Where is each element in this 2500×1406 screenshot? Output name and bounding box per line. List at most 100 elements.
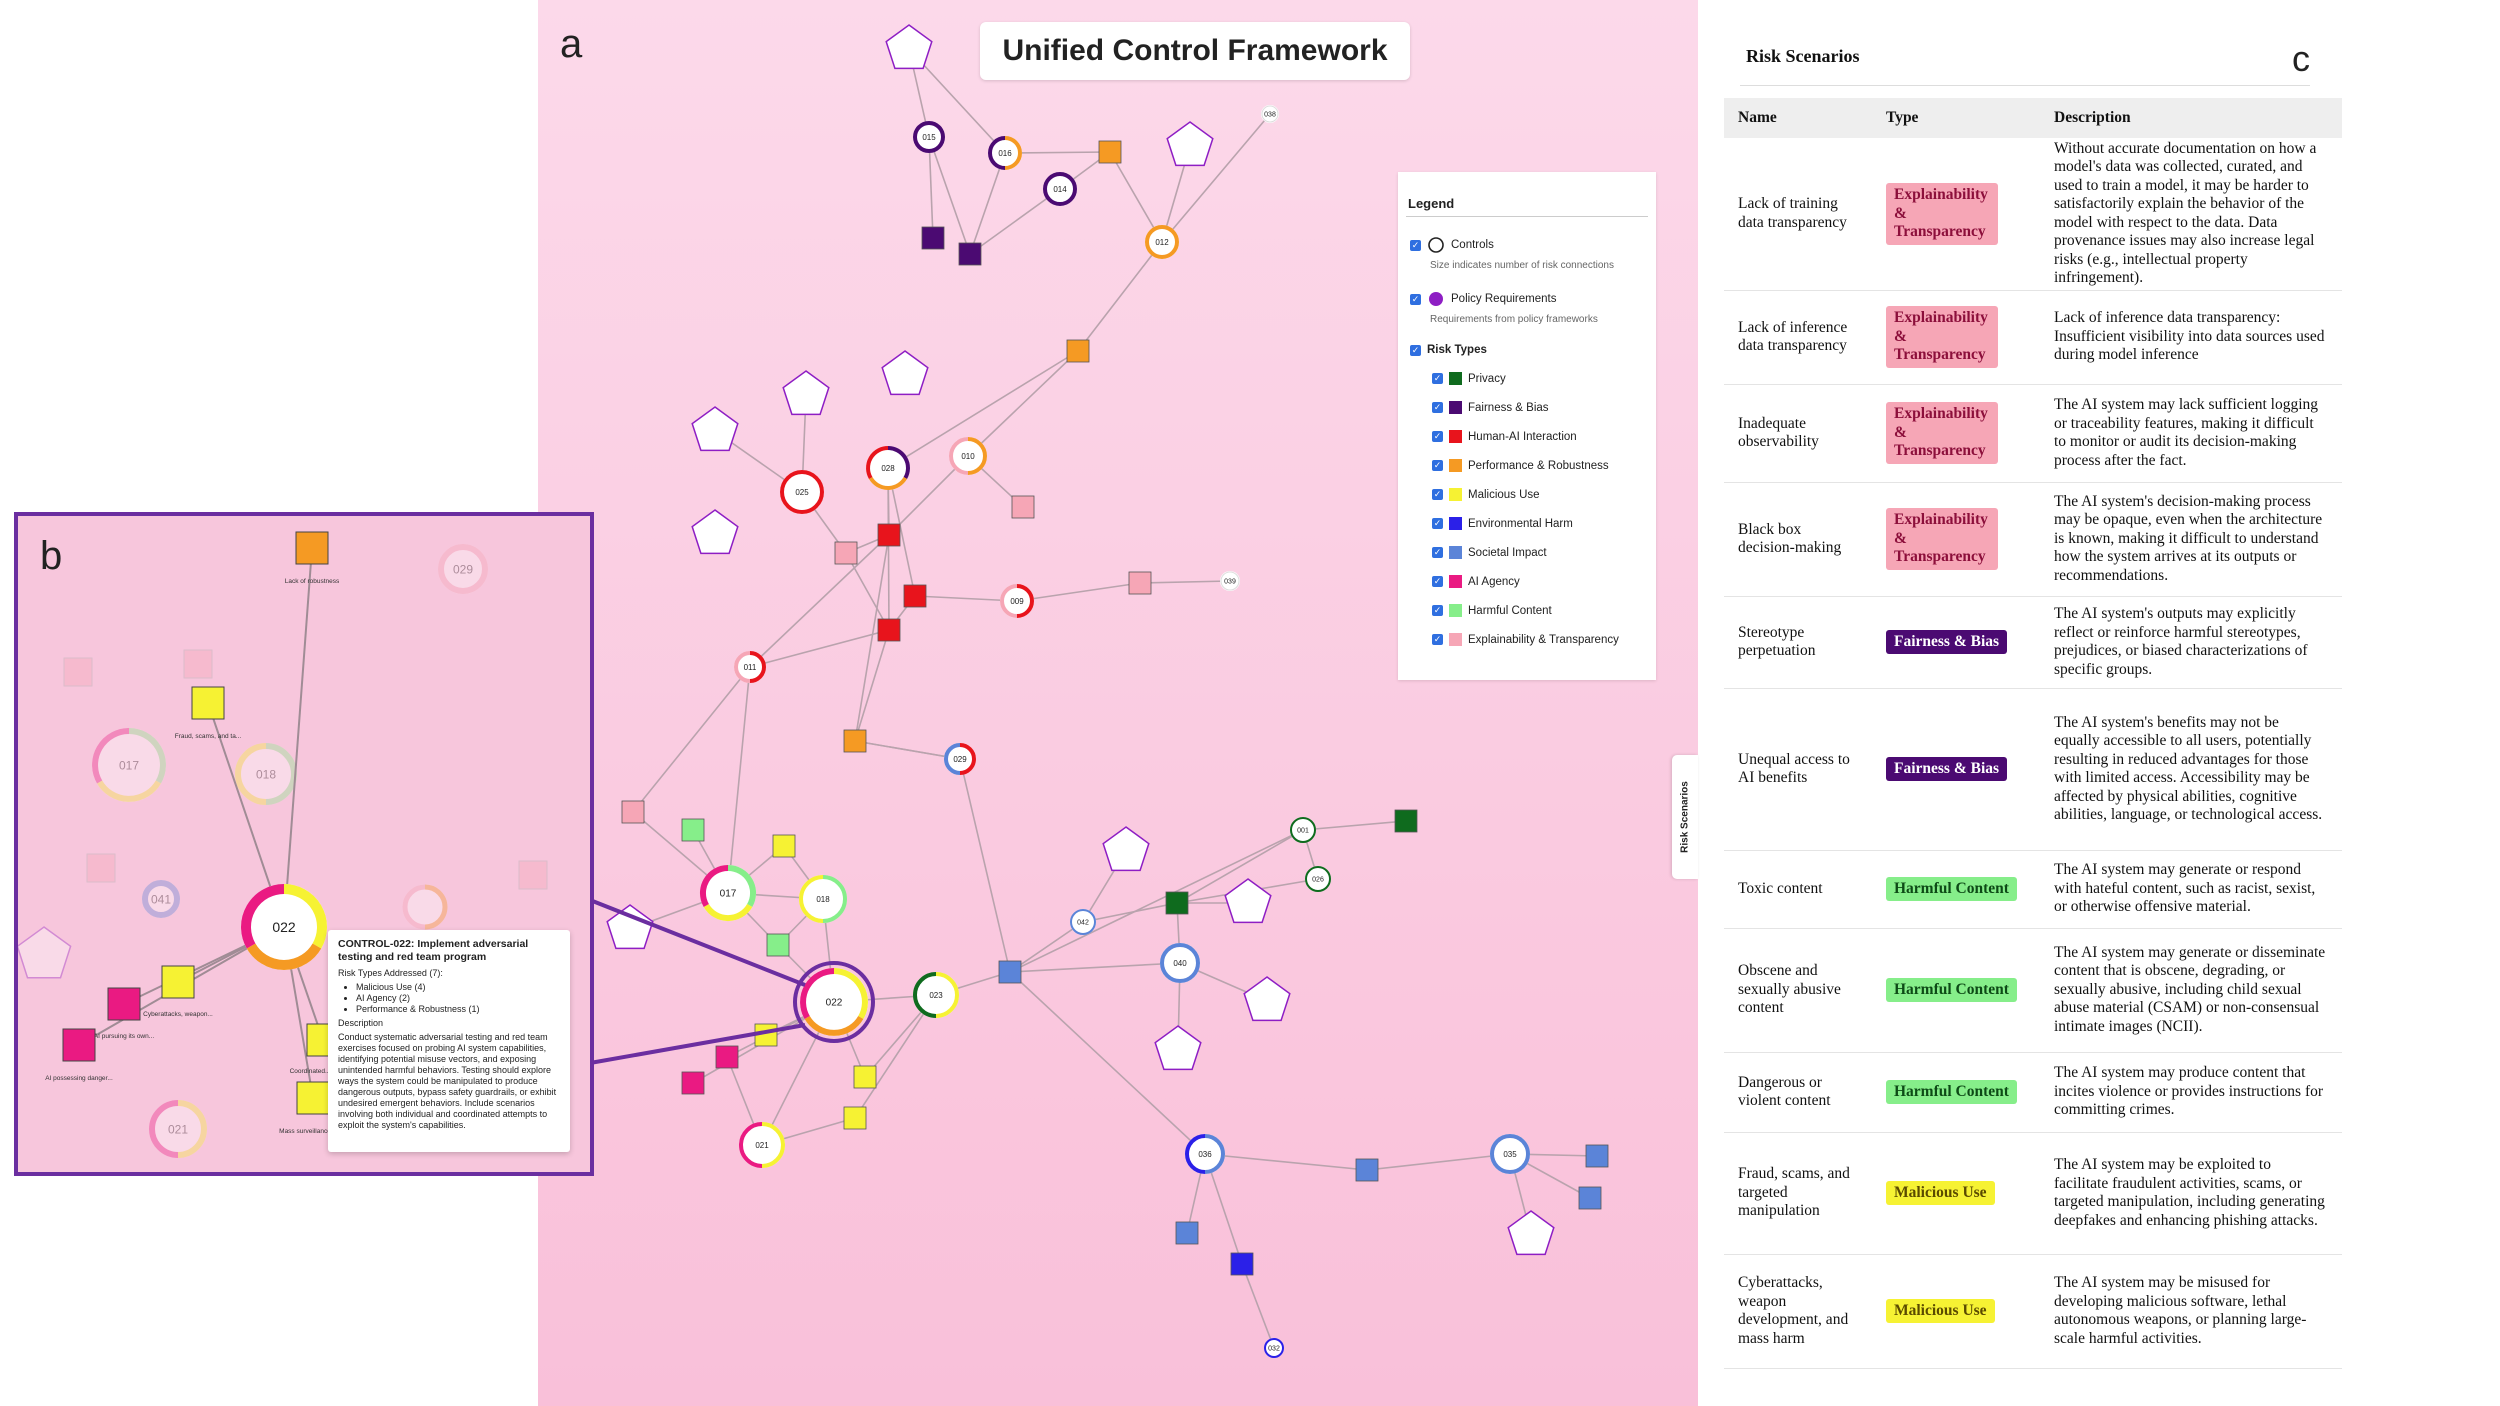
risk-scenario-node[interactable] — [853, 1065, 877, 1089]
table-row[interactable]: Cyberattacks, weapon development, and ma… — [1724, 1254, 2342, 1369]
policy-requirement-node[interactable] — [1154, 1025, 1202, 1071]
risk-scenario-node[interactable]: AI possessing danger... — [45, 1028, 113, 1082]
checkbox-icon[interactable]: ✓ — [1410, 293, 1421, 305]
control-node[interactable]: 038 — [1261, 105, 1279, 123]
control-node[interactable]: 011 — [734, 651, 766, 683]
checkbox-icon[interactable]: ✓ — [1432, 460, 1443, 471]
faded-control-node[interactable]: 018 — [235, 743, 297, 805]
risk-scenario-node[interactable] — [1578, 1186, 1602, 1210]
policy-requirement-node[interactable] — [1507, 1210, 1555, 1256]
control-node[interactable]: 029 — [944, 743, 976, 775]
policy-requirement-node[interactable] — [606, 904, 654, 950]
legend-risk-type-item[interactable]: ✓AI Agency — [1432, 575, 1520, 588]
legend-risk-type-item[interactable]: ✓Performance & Robustness — [1432, 459, 1609, 472]
risk-scenario-node[interactable] — [681, 1071, 705, 1095]
legend-risk-types-row[interactable]: ✓ Risk Types — [1410, 344, 1487, 356]
risk-scenario-node[interactable]: Lack of robustness — [285, 531, 340, 585]
control-node[interactable]: 018 — [799, 875, 847, 923]
risk-scenario-node[interactable] — [998, 960, 1022, 984]
control-node[interactable]: 001 — [1290, 817, 1316, 843]
policy-requirement-node[interactable] — [782, 370, 830, 416]
legend-risk-type-item[interactable]: ✓Malicious Use — [1432, 488, 1540, 501]
legend-controls-row[interactable]: ✓ Controls — [1410, 236, 1494, 254]
column-header-type[interactable]: Type — [1872, 98, 2040, 138]
checkbox-icon[interactable]: ✓ — [1432, 634, 1443, 645]
checkbox-icon[interactable]: ✓ — [1432, 605, 1443, 616]
risk-scenario-node[interactable] — [681, 818, 705, 842]
checkbox-icon[interactable]: ✓ — [1432, 489, 1443, 500]
risk-scenario-node[interactable] — [1128, 571, 1152, 595]
checkbox-icon[interactable]: ✓ — [1410, 344, 1421, 356]
risk-scenario-node[interactable] — [877, 618, 901, 642]
risk-scenario-node[interactable]: Mass surveillance — [279, 1081, 331, 1135]
risk-scenario-node[interactable] — [1175, 1221, 1199, 1245]
control-node[interactable]: 042 — [1070, 909, 1096, 935]
control-node[interactable]: 017 — [699, 864, 757, 922]
legend-policy-row[interactable]: ✓ Policy Requirements — [1410, 290, 1556, 308]
legend-risk-type-item[interactable]: ✓Privacy — [1432, 372, 1506, 385]
control-node[interactable]: 039 — [1220, 571, 1240, 591]
risk-scenarios-tab[interactable]: Risk Scenarios — [1672, 755, 1698, 879]
risk-scenario-node[interactable] — [1355, 1158, 1379, 1182]
control-node[interactable]: 022 — [793, 961, 875, 1043]
control-node[interactable]: 025 — [780, 470, 824, 514]
policy-requirement-node[interactable] — [881, 350, 929, 396]
policy-requirement-node[interactable] — [1166, 121, 1214, 167]
risk-scenario-node[interactable]: Cyberattacks, weapon... — [143, 965, 213, 1018]
control-node[interactable]: 009 — [1000, 584, 1034, 618]
risk-scenario-node[interactable] — [843, 1106, 867, 1130]
legend-risk-type-item[interactable]: ✓Harmful Content — [1432, 604, 1552, 617]
control-node[interactable]: 010 — [949, 437, 987, 475]
risk-scenario-node[interactable] — [772, 834, 796, 858]
risk-scenario-node[interactable] — [715, 1045, 739, 1069]
control-node[interactable]: 040 — [1160, 943, 1200, 983]
faded-control-node[interactable]: 017 — [92, 728, 166, 802]
selected-control-node[interactable]: 022 — [241, 884, 327, 970]
control-node[interactable]: 032 — [1264, 1338, 1284, 1358]
risk-scenario-node[interactable] — [1066, 339, 1090, 363]
control-node[interactable]: 016 — [988, 136, 1022, 170]
control-node[interactable]: 014 — [1043, 172, 1077, 206]
policy-requirement-node[interactable] — [1243, 976, 1291, 1022]
risk-scenario-node[interactable] — [843, 729, 867, 753]
legend-risk-type-item[interactable]: ✓Environmental Harm — [1432, 517, 1573, 530]
faded-control-node[interactable]: 041 — [142, 880, 180, 918]
risk-scenario-node[interactable] — [903, 584, 927, 608]
checkbox-icon[interactable]: ✓ — [1410, 239, 1421, 251]
column-header-name[interactable]: Name — [1724, 98, 1872, 138]
control-node[interactable]: 023 — [913, 972, 959, 1018]
control-node[interactable]: 021 — [739, 1122, 785, 1168]
legend-risk-type-item[interactable]: ✓Societal Impact — [1432, 546, 1547, 559]
checkbox-icon[interactable]: ✓ — [1432, 431, 1443, 442]
faded-control-node[interactable] — [402, 884, 448, 930]
policy-requirement-node[interactable] — [885, 24, 933, 70]
control-node[interactable]: 012 — [1145, 225, 1179, 259]
risk-scenario-node[interactable] — [958, 242, 982, 266]
control-node[interactable]: 035 — [1490, 1134, 1530, 1174]
risk-scenario-node[interactable] — [834, 541, 858, 565]
risk-scenario-node[interactable] — [621, 800, 645, 824]
checkbox-icon[interactable]: ✓ — [1432, 518, 1443, 529]
risk-scenario-node[interactable] — [1230, 1252, 1254, 1276]
risk-scenario-node[interactable] — [766, 933, 790, 957]
column-header-description[interactable]: Description — [2040, 98, 2342, 138]
risk-scenario-node[interactable] — [1165, 891, 1189, 915]
checkbox-icon[interactable]: ✓ — [1432, 373, 1443, 384]
faded-control-node[interactable]: 021 — [149, 1100, 207, 1158]
control-node[interactable]: 036 — [1185, 1134, 1225, 1174]
policy-requirement-node[interactable] — [691, 509, 739, 555]
risk-scenario-node[interactable] — [1098, 140, 1122, 164]
policy-requirement-node[interactable] — [1224, 878, 1272, 924]
